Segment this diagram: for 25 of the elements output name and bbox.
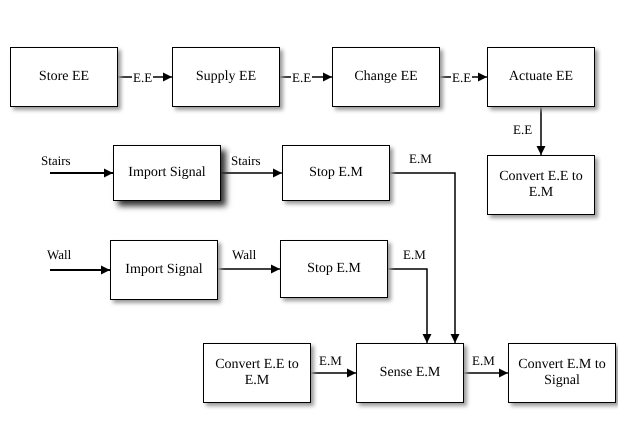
process-box: Import Signal (110, 240, 218, 300)
process-box: Convert E.E to E.M (487, 155, 595, 215)
process-box: Store EE (10, 47, 118, 107)
process-box: Change EE (332, 47, 440, 107)
edge-label: Stairs (40, 153, 72, 168)
process-box: Convert E.M to Signal (508, 343, 616, 403)
arrow (464, 368, 508, 378)
arrow (50, 168, 113, 178)
process-box: Sense E.M (356, 343, 464, 403)
arrow (218, 264, 280, 274)
process-box: Actuate EE (487, 47, 595, 107)
arrow (536, 107, 546, 155)
arrow (221, 168, 282, 178)
arrow (390, 172, 460, 343)
edge-label: Wall (231, 247, 258, 262)
process-box: Import Signal (113, 145, 221, 201)
arrow (311, 368, 356, 378)
arrow (50, 266, 110, 274)
process-box: Convert E.E to E.M (203, 343, 311, 403)
process-box: Supply EE (172, 47, 280, 107)
arrow (388, 268, 432, 343)
edge-label: Stairs (230, 153, 262, 168)
edge-label: Wall (46, 247, 72, 262)
process-box: Stop E.M (280, 240, 388, 298)
process-box: Stop E.M (282, 145, 390, 201)
